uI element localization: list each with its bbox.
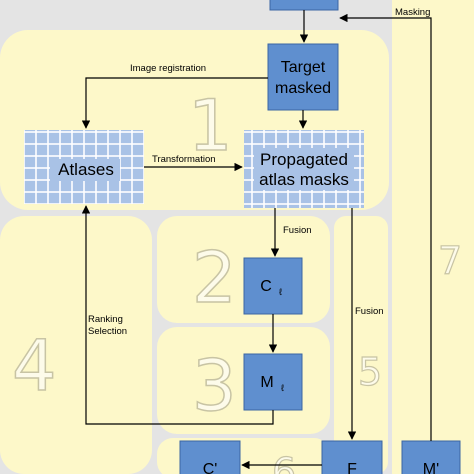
m-l-subscript: ℓ — [281, 383, 285, 394]
step-number-4: 4 — [12, 325, 57, 407]
m-prime-label: M' — [423, 461, 439, 474]
c-l-subscript: ℓ — [279, 287, 283, 298]
target-masked-label-2: masked — [275, 80, 331, 97]
propagated-label-1: Propagated — [260, 150, 348, 169]
fusion-label-1: Fusion — [283, 225, 312, 236]
target-masked-label-1: Target — [281, 59, 326, 76]
fusion-label-2: Fusion — [355, 306, 384, 317]
f-label: F — [347, 461, 357, 474]
arrow-image-registration — [81, 77, 268, 129]
c-l-box — [243, 257, 303, 315]
masking-label: Masking — [395, 7, 430, 18]
step-number-3: 3 — [192, 345, 237, 427]
input-box-top — [269, 0, 339, 11]
step-number-2: 2 — [192, 237, 237, 319]
panel-step-4 — [0, 216, 152, 474]
atlases-label-bg — [50, 159, 120, 181]
panel-step-5 — [334, 216, 388, 474]
image-registration-label: Image registration — [130, 63, 206, 74]
arrow-ranking-selection — [81, 205, 274, 425]
arrow-masking — [339, 13, 432, 441]
step-number-1: 1 — [188, 85, 233, 167]
propagated-label-bg — [254, 148, 354, 190]
transformation-label: Transformation — [152, 154, 216, 165]
step-number-5: 5 — [358, 350, 382, 394]
step-number-7: 7 — [438, 239, 462, 283]
c-prime-box — [179, 440, 241, 474]
f-box — [321, 440, 383, 474]
m-l-box — [243, 353, 303, 411]
c-prime-label: C' — [203, 461, 218, 474]
m-l-label: M — [260, 374, 273, 391]
ranking-label-1: Ranking — [88, 314, 123, 325]
step-number-6: 6 — [272, 450, 296, 474]
target-masked-box — [267, 43, 339, 111]
atlases-label: Atlases — [58, 160, 114, 179]
panel-step-7 — [392, 0, 474, 474]
propagated-label-2: atlas masks — [259, 170, 349, 189]
c-l-label: C — [260, 278, 272, 295]
ranking-label-2: Selection — [88, 326, 127, 337]
